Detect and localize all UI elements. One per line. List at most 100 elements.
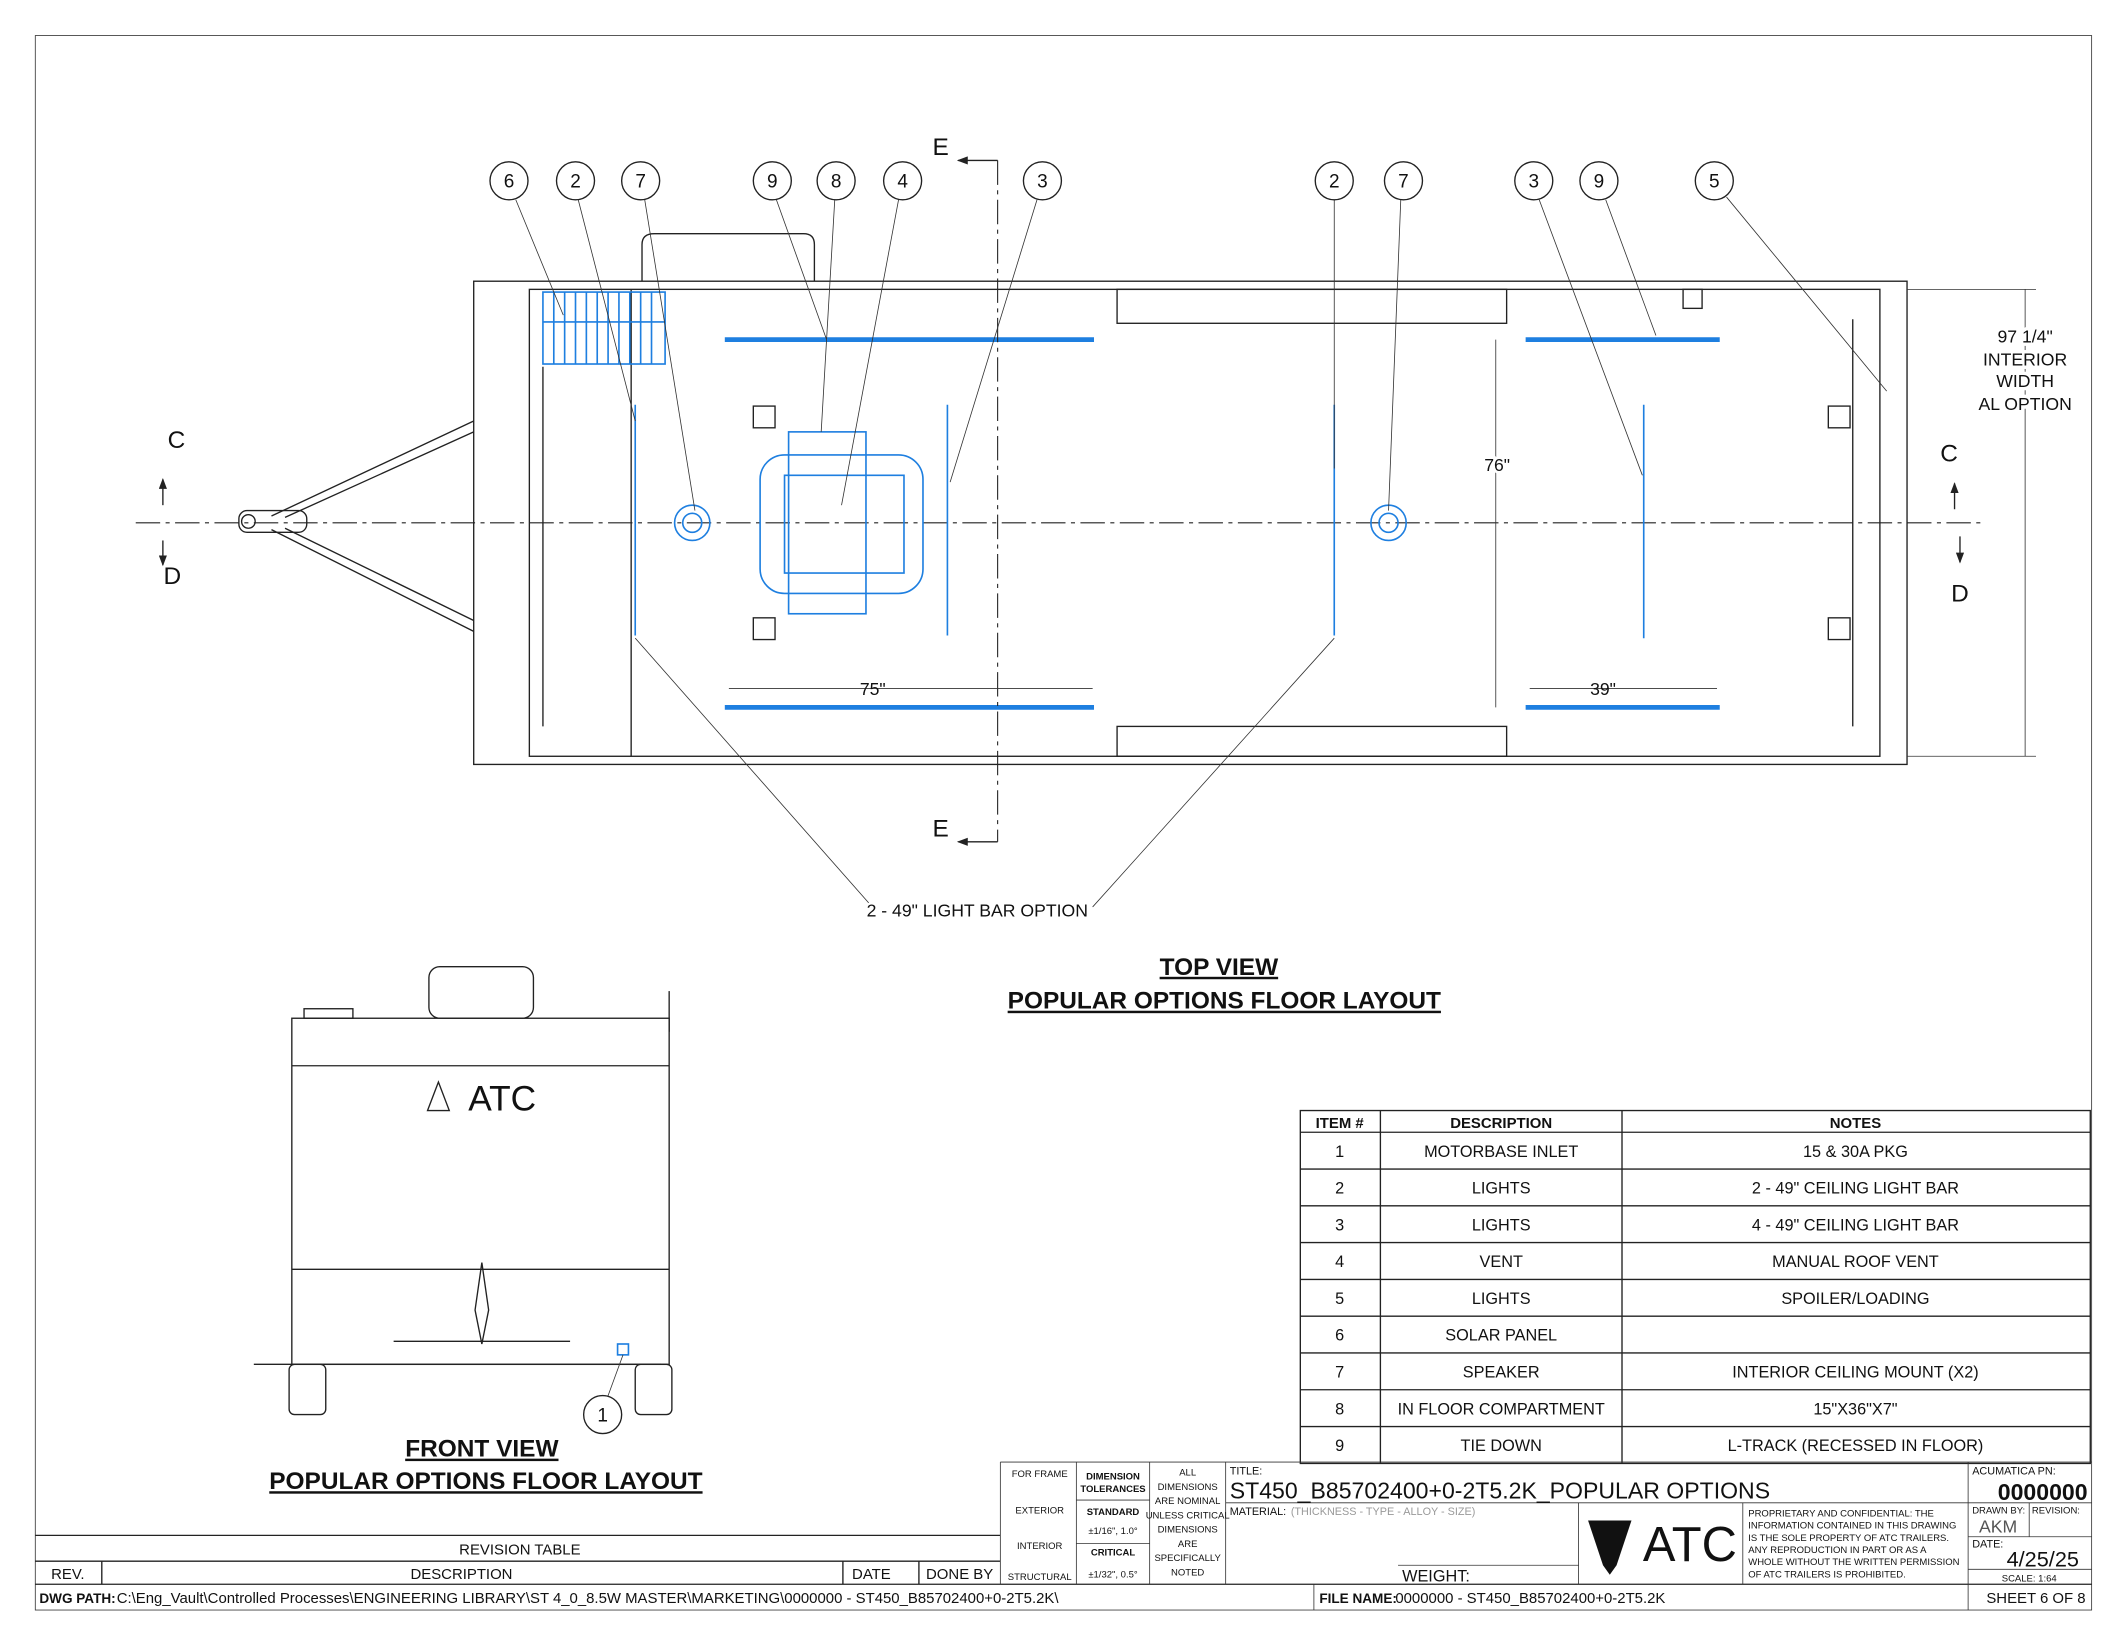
trailer-front: [291, 1017, 670, 1366]
svg-text:ARE NOMINAL: ARE NOMINAL: [1155, 1496, 1220, 1507]
balloon-number: 3: [1528, 172, 1539, 193]
tongue-jack: [474, 1262, 490, 1345]
top-view-subtitle: POPULAR OPTIONS FLOOR LAYOUT: [1008, 988, 1441, 1015]
balloon-leaders: [515, 196, 1887, 908]
item-balloon: [1383, 161, 1424, 201]
item-balloon: [1022, 161, 1063, 201]
svg-text:ANY REPRODUCTION IN PART OR AS: ANY REPRODUCTION IN PART OR AS A: [1748, 1545, 1927, 1556]
svg-text:TITLE:: TITLE:: [1230, 1465, 1263, 1477]
balloon-number: 7: [635, 172, 646, 193]
svg-text:TOLERANCES: TOLERANCES: [1080, 1484, 1145, 1495]
balloon-number: 7: [1398, 172, 1409, 193]
svg-text:REVISION TABLE: REVISION TABLE: [459, 1541, 580, 1558]
svg-text:AKM: AKM: [1979, 1517, 2017, 1537]
table-cell: 2: [1335, 1180, 1344, 1198]
svg-text:STANDARD: STANDARD: [1087, 1507, 1140, 1518]
svg-text:CRITICAL: CRITICAL: [1091, 1548, 1136, 1559]
svg-text:DIMENSION: DIMENSION: [1086, 1472, 1140, 1483]
item-balloon: [752, 161, 792, 201]
table-cell: 1: [1335, 1143, 1344, 1161]
table-cell: 4: [1335, 1253, 1344, 1271]
svg-text:97 1/4": 97 1/4": [1997, 326, 2052, 346]
table-cell: TIE DOWN: [1461, 1437, 1542, 1455]
item-balloon: [555, 161, 596, 201]
front-view-title: FRONT VIEW: [405, 1436, 559, 1463]
item-balloon: [816, 161, 856, 201]
svg-text:UNLESS CRITICAL: UNLESS CRITICAL: [1146, 1510, 1230, 1521]
svg-text:±1/16", 1.0°: ±1/16", 1.0°: [1088, 1526, 1138, 1537]
top-view: E E C D C D 75" 39" 76" 97 1/4" INTERIOR…: [135, 134, 2075, 1015]
table-cell: L-TRACK (RECESSED IN FLOOR): [1728, 1437, 1984, 1455]
section-d-label: D: [164, 563, 182, 590]
svg-text:DATE: DATE: [852, 1566, 891, 1583]
section-e-label: E: [932, 134, 948, 161]
file-name: 0000000 - ST450_B85702400+0-2T5.2K: [1395, 1590, 1665, 1607]
table-cell: SOLAR PANEL: [1445, 1327, 1557, 1345]
section-e-label: E: [932, 815, 948, 842]
table-cell: 15"X36"X7": [1813, 1400, 1897, 1418]
balloon-number: 2: [570, 172, 581, 193]
table-header: DESCRIPTION: [1450, 1115, 1552, 1132]
atc-logo-mark: [1588, 1520, 1632, 1575]
svg-text:DONE BY: DONE BY: [926, 1566, 993, 1583]
svg-text:DESCRIPTION: DESCRIPTION: [410, 1566, 512, 1583]
svg-text:OF ATC TRAILERS IS PROHIBITED.: OF ATC TRAILERS IS PROHIBITED.: [1748, 1569, 1905, 1580]
dimension-75: 75": [860, 679, 886, 699]
table-cell: 7: [1335, 1364, 1344, 1382]
balloon-number: 8: [831, 172, 842, 193]
trailer-body: [473, 280, 1908, 766]
side-door-handle: [641, 233, 816, 282]
table-cell: VENT: [1480, 1253, 1523, 1271]
svg-text:MATERIAL:: MATERIAL:: [1230, 1506, 1286, 1518]
title-block: FOR FRAME EXTERIOR INTERIOR STRUCTURAL D…: [999, 1461, 2092, 1611]
atc-logo: ATC: [468, 1080, 536, 1119]
table-cell: MANUAL ROOF VENT: [1772, 1253, 1939, 1271]
balloon-number: 5: [1709, 172, 1720, 193]
svg-text:DIMENSIONS: DIMENSIONS: [1158, 1525, 1218, 1536]
table-cell: 6: [1335, 1327, 1344, 1345]
table-cell: LIGHTS: [1472, 1180, 1531, 1198]
section-d-label: D: [1951, 581, 1969, 608]
fender-top: [1116, 288, 1508, 324]
item-balloon: [882, 161, 923, 201]
item-balloon: [1694, 161, 1734, 201]
balloon-1: [582, 1394, 623, 1435]
table-cell: MOTORBASE INLET: [1424, 1143, 1578, 1161]
table-header: NOTES: [1830, 1115, 1881, 1132]
table-cell: INTERIOR CEILING MOUNT (X2): [1732, 1364, 1978, 1382]
svg-text:NOTED: NOTED: [1171, 1567, 1204, 1578]
drawing-title: ST450_B85702400+0-2T5.2K_POPULAR OPTIONS: [1230, 1478, 1770, 1504]
coupler: [238, 509, 308, 533]
table-cell: LIGHTS: [1472, 1216, 1531, 1234]
svg-text:WEIGHT:: WEIGHT:: [1402, 1568, 1470, 1586]
sheet-number: SHEET 6 OF 8: [1986, 1590, 2085, 1607]
table-cell: SPEAKER: [1463, 1364, 1540, 1382]
motorbase-inlet: [616, 1343, 630, 1356]
svg-text:REV.: REV.: [51, 1566, 84, 1583]
section-c-label: C: [1940, 441, 1958, 468]
table-cell: 8: [1335, 1400, 1344, 1418]
sheet-border: [34, 35, 2093, 1611]
svg-text:SPECIFICALLY: SPECIFICALLY: [1154, 1553, 1221, 1564]
tongue: [271, 420, 475, 633]
svg-text:±1/32", 0.5°: ±1/32", 0.5°: [1088, 1569, 1138, 1580]
svg-text:AL OPTION: AL OPTION: [1978, 394, 2071, 414]
svg-text:DATE:: DATE:: [1972, 1539, 2003, 1551]
svg-text:1: 1: [597, 1405, 608, 1426]
svg-text:INTERIOR: INTERIOR: [1017, 1541, 1063, 1552]
svg-text:INTERIOR: INTERIOR: [1983, 349, 2067, 369]
svg-text:PROPRIETARY AND CONFIDENTIAL:: PROPRIETARY AND CONFIDENTIAL: THE: [1748, 1508, 1934, 1519]
part-number: 0000000: [1998, 1479, 2088, 1505]
svg-text:STRUCTURAL: STRUCTURAL: [1008, 1572, 1072, 1583]
atc-logo: ATC: [1643, 1518, 1737, 1572]
item-balloon: [1314, 161, 1354, 201]
balloon-number: 4: [897, 172, 908, 193]
svg-text:WHOLE WITHOUT THE WRITTEN PERM: WHOLE WITHOUT THE WRITTEN PERMISSION: [1748, 1557, 1959, 1568]
svg-text:(THICKNESS - TYPE - ALLOY - SI: (THICKNESS - TYPE - ALLOY - SIZE): [1291, 1506, 1476, 1518]
item-balloon: [620, 161, 661, 201]
svg-text:FOR FRAME: FOR FRAME: [1012, 1469, 1068, 1480]
svg-text:4/25/25: 4/25/25: [2007, 1547, 2079, 1572]
revision-table: REVISION TABLE REV. DESCRIPTION DATE DON…: [35, 1534, 2092, 1607]
